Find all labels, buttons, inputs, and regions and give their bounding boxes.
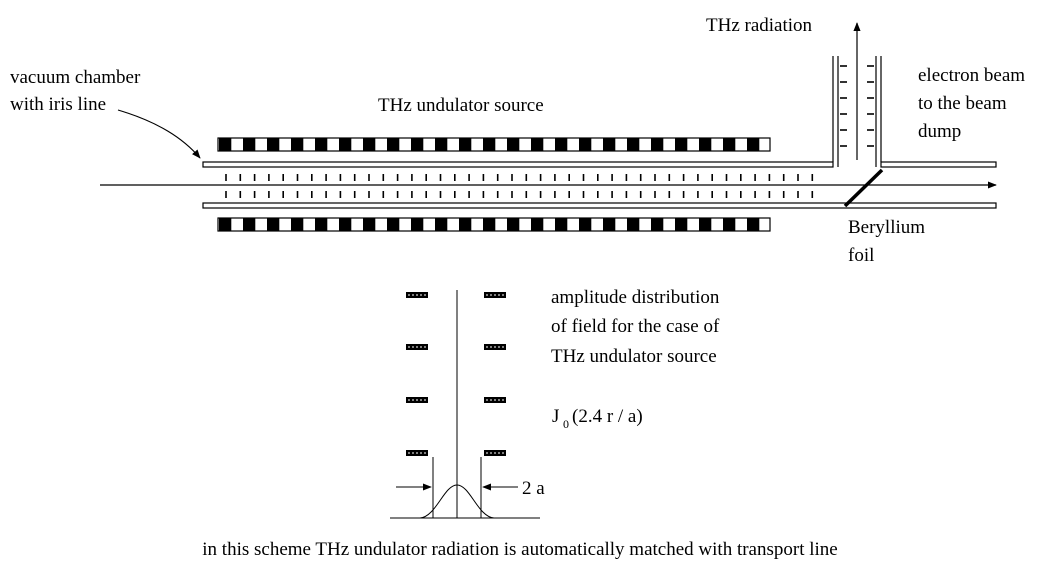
bessel-argument: (2.4 r / a) — [572, 406, 643, 427]
caption: in this scheme THz undulator radiation i… — [202, 539, 837, 560]
beryllium-foil — [843, 168, 884, 208]
chamber-pointer-arrow — [117, 109, 201, 159]
iris-line — [225, 65, 874, 198]
aperture-label: 2 a — [522, 478, 545, 499]
beryllium-label-2: foil — [848, 245, 874, 266]
electron-beam-label-3: dump — [918, 121, 961, 142]
beryllium-label: Beryllium — [848, 217, 925, 238]
bessel-subscript: 0 — [563, 417, 569, 431]
undulator-source-label: THz undulator source — [378, 95, 544, 116]
amplitude-label-2: of field for the case of — [551, 316, 720, 337]
amplitude-inset — [390, 290, 540, 519]
bessel-symbol: J — [552, 406, 559, 427]
vacuum-chamber — [202, 56, 997, 209]
upper-magnet-array — [217, 137, 771, 152]
lower-magnet-array — [217, 217, 771, 232]
field-distribution-bars — [406, 292, 506, 456]
amplitude-label-3: THz undulator source — [551, 346, 717, 367]
thz-radiation-label: THz radiation — [706, 15, 813, 36]
vacuum-chamber-label: vacuum chamber — [10, 67, 141, 88]
electron-beam-label: electron beam — [918, 65, 1025, 86]
amplitude-label: amplitude distribution — [551, 287, 720, 308]
undulator-magnets — [217, 137, 771, 232]
vacuum-chamber-label-2: with iris line — [10, 94, 106, 115]
electron-beam-label-2: to the beam — [918, 93, 1007, 114]
